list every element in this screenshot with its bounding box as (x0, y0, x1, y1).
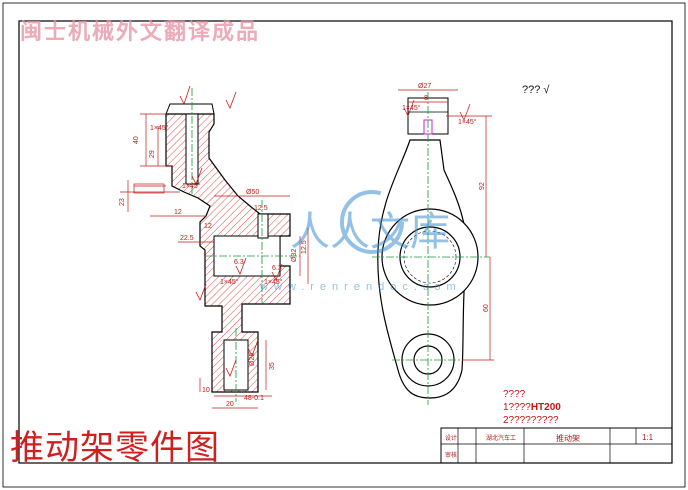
dim-chamfer-r1: 1×45° (402, 104, 421, 112)
dim-48: 48-0.1 (244, 395, 264, 402)
title-block-scale: 1:1 (642, 433, 654, 442)
title-block (440, 427, 673, 464)
watermark-url: www.renrendoc.com (259, 281, 462, 293)
drawing-title: 推动架零件图 (10, 428, 220, 468)
dim-92: 92 (479, 182, 486, 190)
title-block-check-label: 审核 (445, 453, 458, 459)
title-block-part-name: 推动架 (556, 434, 580, 443)
right-centerlines (372, 92, 490, 405)
left-dimension-lines (120, 113, 309, 409)
dim-22-5: 22.5 (180, 235, 194, 242)
dim-60: 60 (483, 304, 490, 312)
left-roughness-marks (179, 85, 283, 377)
top-boss-outline (165, 103, 215, 115)
dim-6-3a: 6.3 (234, 259, 244, 266)
dim-20: 20 (226, 401, 234, 408)
dim-29: 29 (149, 150, 156, 158)
dim-8: 8 (424, 95, 428, 102)
dim-phi27: Ø27 (418, 83, 431, 90)
dim-phi50: Ø50 (246, 189, 259, 196)
dim-12b: 12 (204, 223, 212, 230)
tolerance-frame (133, 183, 165, 194)
dim-12-5a: 12.5 (254, 205, 268, 212)
dim-6-3b: 6.3 (272, 265, 282, 272)
right-front-view: Ø27 8 1×45° 1×45° 92 60 (372, 83, 494, 405)
dim-chamfer-3: 1×45° (220, 278, 239, 286)
left-dimension-texts: 40 29 12 23 1×45° 1×45° 12 22.5 Ø50 Ø32 … (119, 124, 308, 408)
right-dimension-texts: Ø27 8 1×45° 1×45° 92 60 (402, 83, 490, 312)
dim-35: 35 (269, 362, 276, 370)
dim-12-5b: 12.5 (301, 240, 308, 254)
small-hole (257, 213, 269, 239)
dim-10: 10 (202, 387, 210, 394)
dim-chamfer-2: 1×45° (182, 182, 201, 190)
dim-phi32: Ø32 (291, 249, 298, 262)
dim-chamfer-1: 1×45° (150, 124, 169, 132)
roughness-note: ??? √ (522, 84, 549, 96)
tech-line-2: 2????????? (503, 415, 559, 426)
tech-line-1: 1????HT200 (503, 402, 561, 413)
left-section-view: 40 29 12 23 1×45° 1×45° 12 22.5 Ø50 Ø32 … (119, 85, 309, 409)
dim-chamfer-r2: 1×45° (458, 118, 477, 126)
top-watermark-text: 闽士机械外文翻译成品 (20, 20, 261, 45)
technical-requirements: ???? 1????HT200 2????????? (503, 388, 561, 427)
watermark-logo-ring (340, 190, 404, 254)
roughness-note-text: ??? (522, 84, 541, 96)
watermark-logo-text: 人人文库 (290, 209, 450, 255)
title-block-design-label: 设计 (445, 436, 458, 442)
title-block-frame (440, 427, 673, 464)
roughness-check-icon: √ (543, 84, 550, 96)
dim-23: 23 (119, 198, 126, 206)
tech-heading: ???? (503, 389, 526, 400)
title-block-school: 湖北汽车工 (486, 436, 517, 442)
dim-40: 40 (133, 136, 140, 144)
center-watermark: 人人文库 www.renrendoc.com (259, 190, 462, 293)
dim-phi25: Ø25 (249, 353, 256, 366)
tech-material: HT200 (530, 402, 561, 413)
drawing-frame-inner (18, 20, 673, 464)
dim-12a: 12 (174, 209, 182, 216)
dim-chamfer-4: 1×45° (264, 278, 283, 286)
right-dimension-lines (398, 89, 494, 361)
